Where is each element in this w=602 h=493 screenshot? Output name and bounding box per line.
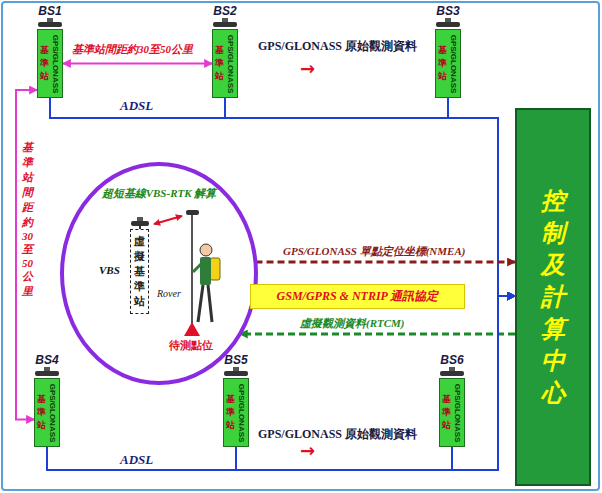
rotated-wrap: GPS/GLONASS — [47, 382, 57, 443]
antenna-symbol — [222, 367, 250, 378]
antenna-symbol — [434, 18, 462, 29]
station-box: 基準站GPS/GLONASS — [37, 29, 63, 98]
center-title: 控制及計算中心 — [541, 185, 565, 409]
station-name: BS6 — [440, 353, 463, 367]
station-label: 基準站 — [438, 44, 447, 83]
station-node: BS1 基準站GPS/GLONASS — [36, 4, 64, 98]
station-name: BS3 — [436, 4, 459, 18]
station-box: 基準站GPS/GLONASS — [435, 29, 461, 98]
solution-ellipse: 超短基線VBS-RTK 解算VBS虛擬基準站 — [60, 162, 258, 385]
station-box: 基準站GPS/GLONASS — [439, 378, 465, 447]
station-node: BS2 基準站GPS/GLONASS — [211, 4, 239, 98]
edge-label: 虛擬觀測資料(RTCM) — [300, 316, 405, 331]
station-node: BS5 基準站GPS/GLONASS — [222, 353, 250, 447]
station-node: BS6 基準站GPS/GLONASS — [438, 353, 466, 447]
edge-label: GPS/GLONASS 單點定位坐標(NMEA) — [283, 244, 465, 259]
link-line — [225, 98, 515, 296]
flow-arrow: → — [300, 442, 315, 460]
antenna-symbol — [33, 367, 61, 378]
station-node: BS4 基準站GPS/GLONASS — [33, 353, 61, 447]
station-node: BS3 基準站GPS/GLONASS — [434, 4, 462, 98]
point-label: 待測點位 — [169, 338, 213, 353]
rotated-wrap: GPS/GLONASS — [448, 33, 458, 94]
rover-label: Rover — [157, 288, 181, 299]
edge-label: 基準站間距約30至50公里 — [22, 140, 33, 299]
rotated-wrap: GPS/GLONASS — [225, 33, 235, 94]
protocol-band: GSM/GPRS & NTRIP 通訊協定 — [250, 284, 465, 309]
station-name: BS2 — [213, 4, 236, 18]
flow-note: GPS/GLONASS 原始觀測資料 — [258, 38, 417, 55]
rotated-wrap: GPS/GLONASS — [452, 382, 462, 443]
antenna-symbol — [36, 18, 64, 29]
rotated-wrap: GPS/GLONASS — [236, 382, 246, 443]
station-label: 基準站 — [215, 44, 224, 83]
link-line — [47, 296, 515, 470]
control-center-box: 控制及計算中心 — [515, 108, 591, 486]
virtual-station-box: VBS虛擬基準站 — [130, 229, 149, 314]
rotated-wrap: GPS/GLONASS — [50, 33, 60, 94]
station-label: 基準站 — [40, 44, 49, 83]
baseline-arrow — [154, 216, 182, 224]
receiver-type: GPS/GLONASS — [237, 383, 246, 442]
station-name: BS4 — [35, 353, 58, 367]
antenna-symbol — [211, 18, 239, 29]
receiver-type: GPS/GLONASS — [226, 34, 235, 93]
flow-note: GPS/GLONASS 原始觀測資料 — [258, 426, 417, 443]
antenna-symbol — [438, 367, 466, 378]
station-label: 基準站 — [37, 393, 46, 432]
edge-label: ADSL — [120, 98, 153, 114]
link-line — [256, 261, 516, 264]
solution-title: 超短基線VBS-RTK 解算 — [60, 186, 258, 201]
receiver-type: GPS/GLONASS — [453, 383, 462, 442]
edge-label: 基準站間距約30至50公里 — [72, 42, 193, 57]
link-line — [50, 98, 515, 296]
station-label: 基準站 — [226, 393, 235, 432]
receiver-type: GPS/GLONASS — [51, 34, 60, 93]
link-line — [240, 333, 515, 336]
link-line — [448, 98, 515, 296]
virtual-station-name: VBS — [99, 264, 120, 276]
station-box: 基準站GPS/GLONASS — [223, 378, 249, 447]
edge-label: ADSL — [120, 452, 153, 468]
link-line — [63, 63, 212, 65]
station-box: 基準站GPS/GLONASS — [34, 378, 60, 447]
rover-figure — [184, 210, 220, 336]
station-name: BS1 — [38, 4, 61, 18]
station-box: 基準站GPS/GLONASS — [212, 29, 238, 98]
link-line — [236, 296, 515, 470]
station-label: 基準站 — [442, 393, 451, 432]
virtual-station-label: 虛擬基準站 — [134, 234, 145, 309]
link-line — [16, 90, 37, 419]
protocol-text: GSM/GPRS & NTRIP 通訊協定 — [261, 288, 454, 305]
station-name: BS5 — [224, 353, 247, 367]
flow-arrow: → — [300, 60, 315, 78]
receiver-type: GPS/GLONASS — [449, 34, 458, 93]
receiver-type: GPS/GLONASS — [48, 383, 57, 442]
